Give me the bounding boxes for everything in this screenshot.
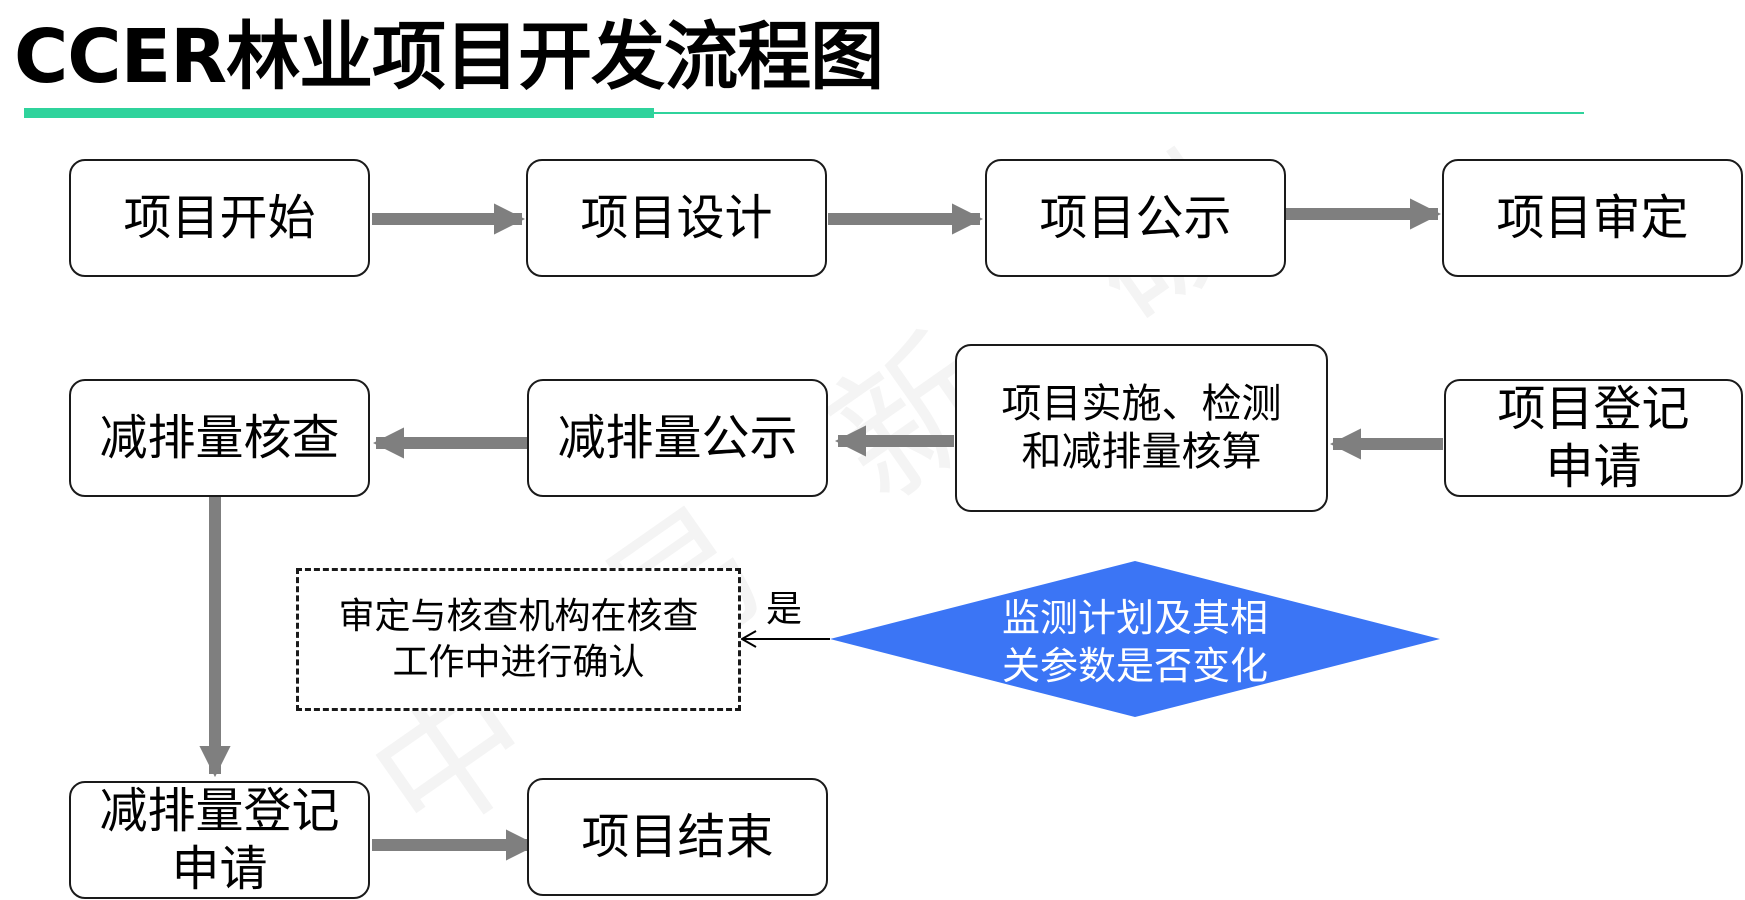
- title-underline-thick: [24, 108, 654, 118]
- page-title: CCER林业项目开发流程图: [14, 14, 884, 100]
- node-project-design: 项目设计: [526, 159, 827, 277]
- node-reduction-registration-line-1: 减排量登记: [99, 783, 340, 839]
- node-reduction-verification-label: 减排量核查: [99, 410, 340, 466]
- node-project-implementation: 项目实施、检测 和减排量核算: [955, 344, 1328, 512]
- node-project-publicity-label: 项目公示: [1039, 190, 1232, 246]
- node-institution-confirm: 审定与核查机构在核查 工作中进行确认: [296, 568, 741, 711]
- decision-diamond-line-2: 关参数是否变化: [1001, 644, 1268, 688]
- node-project-design-label: 项目设计: [580, 190, 773, 246]
- node-project-registration: 项目登记 申请: [1444, 379, 1743, 497]
- decision-diamond-line-1: 监测计划及其相: [1001, 596, 1268, 640]
- node-project-start-label: 项目开始: [123, 190, 316, 246]
- node-project-validation: 项目审定: [1442, 159, 1743, 277]
- node-project-end-label: 项目结束: [581, 809, 774, 865]
- decision-diamond: [830, 561, 1440, 717]
- node-project-registration-line-1: 项目登记: [1497, 381, 1690, 437]
- node-reduction-publicity-label: 减排量公示: [557, 410, 798, 466]
- node-project-end: 项目结束: [527, 778, 828, 896]
- node-institution-confirm-line-1: 审定与核查机构在核查: [338, 595, 699, 637]
- node-reduction-registration: 减排量登记 申请: [69, 781, 370, 899]
- node-reduction-registration-line-2: 申请: [171, 841, 268, 897]
- arrow-decision-to-confirm-head: [739, 630, 757, 648]
- decision-diamond-label: 监测计划及其相 关参数是否变化: [960, 594, 1310, 690]
- node-project-validation-label: 项目审定: [1496, 190, 1689, 246]
- node-project-implementation-line-1: 项目实施、检测: [1001, 381, 1282, 427]
- node-institution-confirm-line-2: 工作中进行确认: [392, 641, 645, 683]
- node-reduction-publicity: 减排量公示: [527, 379, 828, 497]
- title-underline-thin: [654, 112, 1584, 114]
- node-project-implementation-line-2: 和减排量核算: [1021, 429, 1262, 475]
- node-project-publicity: 项目公示: [985, 159, 1286, 277]
- node-project-registration-line-2: 申请: [1545, 439, 1642, 495]
- node-project-start: 项目开始: [69, 159, 370, 277]
- node-reduction-verification: 减排量核查: [69, 379, 370, 497]
- yes-branch-label: 是: [766, 589, 803, 630]
